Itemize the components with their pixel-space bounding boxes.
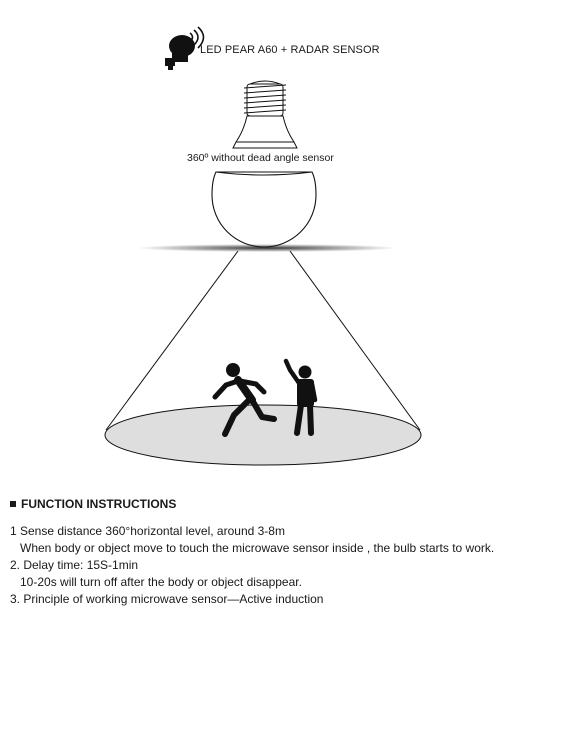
instructions-heading: FUNCTION INSTRUCTIONS: [10, 497, 550, 511]
instruction-line-1: 1 Sense distance 360°horizontal level, a…: [10, 524, 285, 538]
radar-sensor-icon: [165, 26, 205, 70]
instructions-heading-text: FUNCTION INSTRUCTIONS: [21, 497, 177, 511]
instruction-line-5: 3. Principle of working microwave sensor…: [10, 592, 324, 606]
running-person-icon: [212, 363, 277, 437]
radar-bulb-illustration: [104, 26, 422, 466]
standing-person-icon: [283, 358, 318, 436]
instruction-line-3: 2. Delay time: 15S-1min: [10, 558, 139, 572]
square-bullet-icon: [10, 501, 16, 507]
product-title: LED PEAR A60 + RADAR SENSOR: [200, 44, 380, 56]
bulb-globe: [211, 171, 317, 248]
bulb-base: [243, 80, 287, 117]
detection-area: [104, 404, 422, 466]
bulb-neck: [232, 115, 298, 149]
ceiling-shadow: [137, 244, 397, 252]
sensor-label: 360º without dead angle sensor: [187, 152, 334, 164]
instruction-line-4: 10-20s will turn off after the body or o…: [20, 575, 302, 589]
function-instructions: FUNCTION INSTRUCTIONS 1 Sense distance 3…: [10, 497, 550, 608]
instruction-line-2: When body or object move to touch the mi…: [20, 541, 495, 555]
detection-cone: [104, 250, 422, 466]
